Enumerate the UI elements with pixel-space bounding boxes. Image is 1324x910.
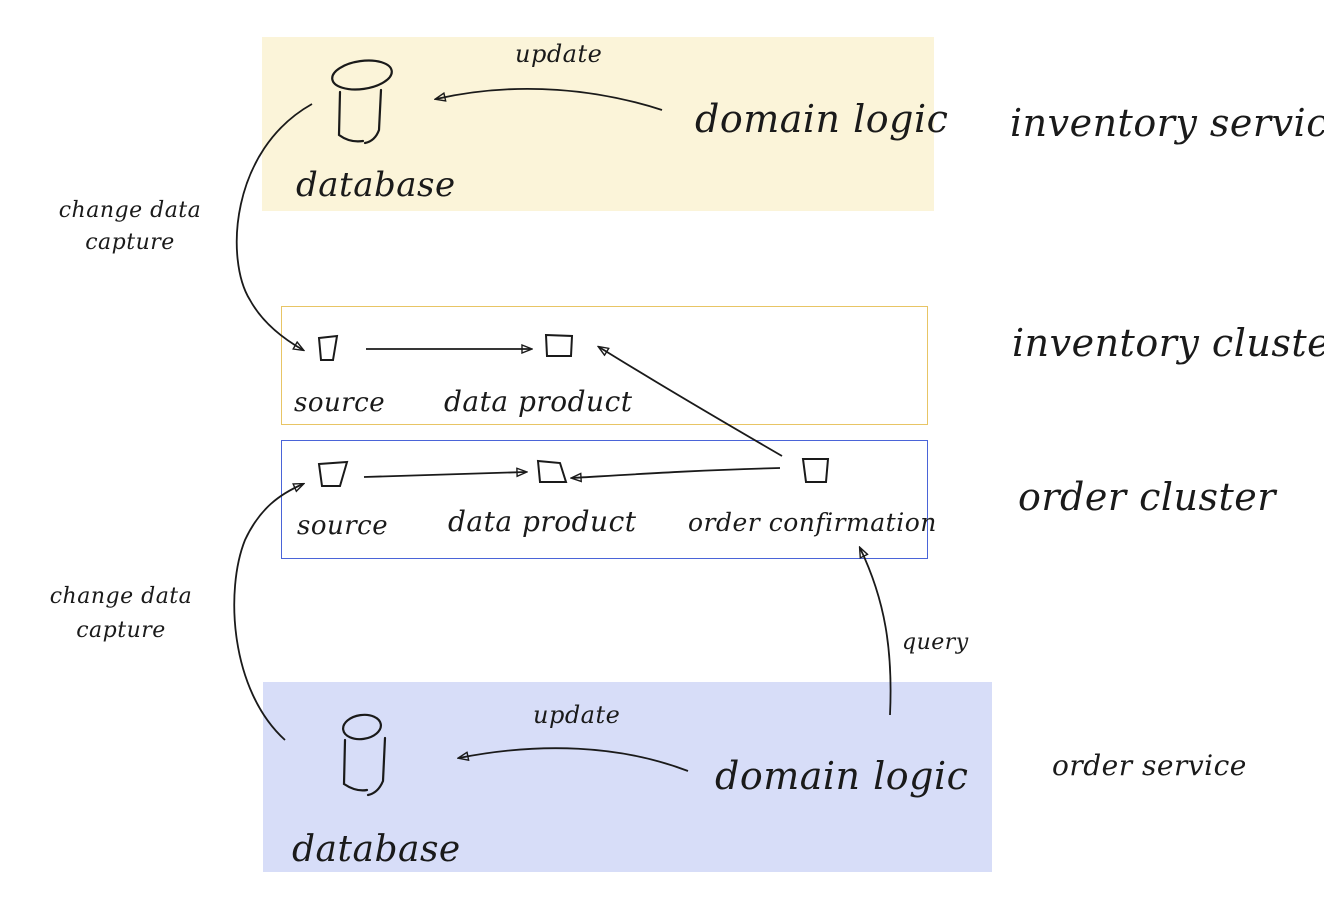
database-icon (342, 712, 385, 795)
update-label: update (515, 40, 603, 68)
update-arrow (459, 748, 688, 771)
inventory-cluster-label: inventory cluster (1012, 321, 1324, 365)
database-label: database (296, 165, 456, 205)
source-label: source (294, 388, 386, 418)
update-label: update (533, 701, 621, 729)
change-data-capture-line2: capture (85, 230, 175, 255)
query-label: query (902, 630, 969, 655)
inventory-service-label: inventory service (1010, 101, 1324, 145)
data-product-node-icon (546, 335, 572, 356)
order-service-zone (263, 682, 992, 872)
order-confirmation-to-inventory-data-product-arrow (599, 347, 782, 456)
change-data-capture-label: change data capture (40, 200, 220, 254)
change-data-capture-line2: capture (76, 618, 166, 643)
source-node-icon (319, 462, 347, 486)
database-icon (330, 57, 393, 143)
data-product-label: data product (444, 385, 633, 418)
data-product-node-icon (538, 461, 566, 482)
inventory-service-zone (262, 37, 934, 211)
order-service-label: order service (1052, 749, 1247, 782)
data-product-label: data product (448, 505, 637, 538)
change-data-capture-arrow (234, 484, 303, 740)
order-confirmation-node-icon (803, 459, 828, 482)
order-confirmation-to-data-product-arrow (572, 468, 780, 478)
order-confirmation-label: order confirmation (688, 508, 937, 537)
source-to-data-product-arrow (364, 472, 526, 477)
domain-logic-label: domain logic (715, 754, 969, 798)
order-cluster-label: order cluster (1018, 475, 1276, 519)
change-data-capture-arrow (237, 104, 312, 350)
change-data-capture-line1: change data (49, 584, 193, 609)
domain-logic-label: domain logic (695, 97, 949, 141)
source-label: source (297, 511, 389, 541)
order-cluster-zone (281, 440, 928, 559)
source-node-icon (319, 336, 337, 360)
change-data-capture-label: change data capture (26, 586, 216, 642)
query-arrow (860, 548, 891, 715)
inventory-cluster-zone (281, 306, 928, 425)
update-arrow (436, 89, 662, 110)
database-label: database (292, 829, 461, 870)
change-data-capture-line1: change data (58, 198, 202, 223)
